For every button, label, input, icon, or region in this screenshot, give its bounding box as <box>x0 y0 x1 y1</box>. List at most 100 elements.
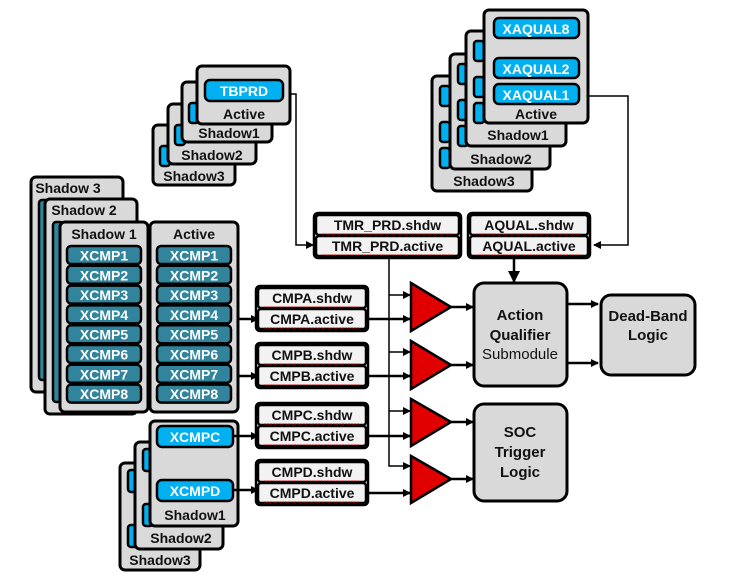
xcmp-active-register <box>155 284 233 305</box>
soc-line2: Trigger <box>495 444 546 461</box>
aqual-shdw-label: AQUAL.shdw <box>484 217 574 233</box>
xcmp-active-register <box>155 264 233 286</box>
xcmp-active-register-label: XCMP2 <box>170 267 218 283</box>
tbprd-shadow2-label: Shadow2 <box>181 147 243 163</box>
xcmp-shadow1-register-label: XCMP4 <box>80 307 128 323</box>
xaqual-to-aqual-wire <box>588 95 629 249</box>
soc-line1: SOC <box>504 424 537 441</box>
xaqual2-register <box>492 56 581 80</box>
register-pairs: TMR_PRD.shdwTMR_PRD.activeAQUAL.shdwAQUA… <box>254 211 592 507</box>
xcmp-active-register <box>155 343 233 365</box>
xcmp-shadow1-register-label: XCMP1 <box>80 248 128 264</box>
xcmp-active-register <box>155 383 233 404</box>
action-qualifier-box <box>472 281 569 388</box>
comparator-a-icon <box>409 280 454 334</box>
tmrprd-active-register <box>314 234 461 258</box>
xcmp-active-label: Active <box>173 226 215 242</box>
xcmpc-label: XCMPC <box>170 429 221 445</box>
xcmp-shadow1-register <box>65 244 143 266</box>
xcmp-active-register-label: XCMP4 <box>170 307 218 323</box>
cmpa-shdw-label: CMPA.shdw <box>272 290 352 306</box>
xaqual8-label: XAQUAL8 <box>503 21 570 37</box>
xcmp-active-register <box>155 304 233 325</box>
cmpd-shdw-label: CMPD.shdw <box>272 464 353 480</box>
tmrprd-shdw-label: TMR_PRD.shdw <box>334 217 441 233</box>
cmpc-active-label: CMPC.active <box>270 428 355 444</box>
xcmp-active-register <box>155 323 233 345</box>
xcmp-active-register-label: XCMP3 <box>170 287 218 303</box>
tbprd-shadow3-label: Shadow3 <box>163 168 225 184</box>
xaqual-shadow1-label: Shadow1 <box>487 127 549 143</box>
dead-band-box <box>599 293 697 377</box>
xcmp-stack: Shadow 3 Shadow 2 Shadow 1 XCMP1XCMP2XCM… <box>29 175 240 416</box>
tbprd-to-tmrprd-wire <box>290 93 314 249</box>
xcmp-active-register-label: XCMP5 <box>170 327 218 343</box>
comparators <box>409 280 454 506</box>
xcmp-shadow1-register <box>65 304 143 325</box>
aq-line3: Submodule <box>482 346 558 363</box>
xcmp-shadow1-register <box>65 343 143 365</box>
tmrprd-bus <box>388 256 411 470</box>
action-qualifier-block: Action Qualifier Submodule <box>472 281 569 388</box>
tbprd-active-label: Active <box>223 106 265 122</box>
xcmp-active-register <box>155 363 233 385</box>
xcmp-active-register-label: XCMP8 <box>170 386 218 402</box>
xaqual1-label: XAQUAL1 <box>503 87 570 103</box>
xaqual-active-label: Active <box>515 106 557 122</box>
cmpb-shdw-label: CMPB.shdw <box>272 347 353 363</box>
xcmp-shadow2-label: Shadow 2 <box>51 202 117 218</box>
tbprd-shadow1-label: Shadow1 <box>198 125 260 141</box>
xcmpcd-shadow1-label: Shadow1 <box>164 507 226 523</box>
xcmp-shadow1-register <box>65 284 143 305</box>
xcmp-shadow1-register-label: XCMP7 <box>80 366 128 382</box>
aq-line2: Qualifier <box>490 327 551 344</box>
xaqual-shadow3-label: Shadow3 <box>453 173 515 189</box>
xcmp-shadow1-register-label: XCMP2 <box>80 267 128 283</box>
xcmp-active-register-label: XCMP7 <box>170 366 218 382</box>
dead-band-block: Dead-Band Logic <box>599 293 697 377</box>
xcmp-shadow1-register <box>65 363 143 385</box>
soc-trigger-block: SOC Trigger Logic <box>472 402 569 503</box>
comparator-d-icon <box>409 453 454 506</box>
soc-line3: Logic <box>500 464 540 481</box>
xcmp-shadow1-register <box>65 264 143 286</box>
cmpd-active-label: CMPD.active <box>270 485 355 501</box>
xcmpd-label: XCMPD <box>170 483 221 499</box>
tbprd-register <box>203 78 285 103</box>
xcmp-active-register-label: XCMP1 <box>170 248 218 264</box>
xcmp-shadow3-label: Shadow 3 <box>35 180 101 196</box>
xcmp-shadow1-register-label: XCMP6 <box>80 347 128 363</box>
aq-line1: Action <box>497 307 544 324</box>
xcmpcd-shadow3-label: Shadow3 <box>129 552 191 568</box>
xcmp-shadow1-register <box>65 383 143 404</box>
wires <box>233 93 629 497</box>
db-line2: Logic <box>628 327 668 344</box>
aqual-active-label: AQUAL.active <box>482 238 576 254</box>
xcmp-shadow1-register-label: XCMP8 <box>80 386 128 402</box>
xcmp-shadow1-register <box>65 323 143 345</box>
xaqual2-label: XAQUAL2 <box>503 61 570 77</box>
xaqual1-register <box>492 82 581 106</box>
comparator-c-icon <box>409 396 454 449</box>
cmpc-shdw-label: CMPC.shdw <box>272 407 353 423</box>
xaqual-stack: Shadow3 Shadow2 Shadow1 XAQUAL8 XAQUAL2 … <box>430 8 590 193</box>
xaqual8-register <box>492 16 581 40</box>
xcmp-shadow1-label: Shadow 1 <box>71 226 137 242</box>
tbprd-stack: Shadow3 Shadow2 Shadow1 TBPRD Active <box>151 64 292 187</box>
cmpa-active-label: CMPA.active <box>270 311 354 327</box>
db-line1: Dead-Band <box>608 308 687 325</box>
xcmpcd-stack: Shadow3 Shadow2 XCMPC XCMPD Shadow1 <box>118 419 240 572</box>
cmpb-active-label: CMPB.active <box>270 368 355 384</box>
xcmp-active-register <box>155 244 233 266</box>
tbprd-register-label: TBPRD <box>220 83 268 99</box>
tmrprd-active-label: TMR_PRD.active <box>332 238 443 254</box>
